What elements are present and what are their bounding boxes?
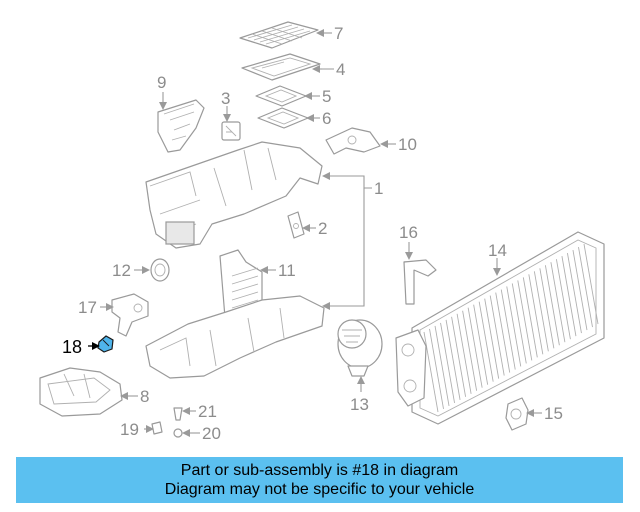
callout-9: 9	[157, 73, 166, 92]
part-4-plate	[241, 53, 321, 81]
part-5-gasket	[255, 85, 307, 107]
callout-15: 15	[544, 404, 563, 423]
part-15-gasket	[505, 397, 529, 431]
part-1-lower-housing	[145, 295, 325, 379]
parts-diagram: 7 4 5 6 9 3 10 1 2 12 11 17 18 13 8 21 1…	[39, 21, 605, 443]
part-2-bracket	[287, 211, 305, 239]
callout-11: 11	[278, 261, 296, 280]
info-banner: Part or sub-assembly is #18 in diagram D…	[16, 457, 623, 503]
callout-10: 10	[398, 135, 417, 154]
callout-14: 14	[488, 241, 507, 260]
callout-7: 7	[334, 24, 343, 43]
part-19-clip	[151, 421, 163, 435]
callout-12: 12	[112, 261, 131, 280]
part-13-blower-motor	[337, 319, 383, 377]
part-10-bracket	[325, 127, 381, 155]
callout-18[interactable]: 18	[62, 337, 82, 357]
callout-labels: 7 4 5 6 9 3 10 1 2 12 11 17 18 13 8 21 1…	[62, 24, 563, 443]
callout-17: 17	[78, 298, 97, 317]
part-3-clip	[221, 121, 241, 141]
callout-20: 20	[202, 424, 221, 443]
part-9-duct	[157, 99, 205, 153]
part-7-grille	[239, 21, 319, 49]
banner-line-1: Part or sub-assembly is #18 in diagram	[180, 462, 459, 479]
heater-core-fins	[423, 243, 599, 413]
callout-21: 21	[198, 402, 217, 421]
part-12-grommet	[150, 258, 170, 282]
callout-2: 2	[318, 219, 327, 238]
callout-6: 6	[322, 109, 331, 128]
leader-lines	[88, 29, 542, 437]
part-6-gasket	[257, 107, 309, 129]
banner-line-2: Diagram may not be specific to your vehi…	[164, 481, 475, 498]
callout-5: 5	[322, 87, 331, 106]
callout-16: 16	[399, 223, 418, 242]
callout-8: 8	[140, 387, 149, 406]
part-18-sensor[interactable]	[97, 335, 114, 353]
callout-4: 4	[336, 60, 345, 79]
callout-1: 1	[374, 179, 383, 198]
part-1-upper-housing	[145, 141, 323, 249]
callout-3: 3	[221, 89, 230, 108]
part-21-fastener	[173, 407, 183, 421]
part-14-heater-core	[395, 231, 605, 425]
part-8-control-module	[39, 367, 123, 417]
callout-19: 19	[120, 420, 139, 439]
callout-13: 13	[350, 395, 369, 414]
part-17-actuator	[111, 293, 149, 337]
part-16-hose	[403, 259, 437, 305]
